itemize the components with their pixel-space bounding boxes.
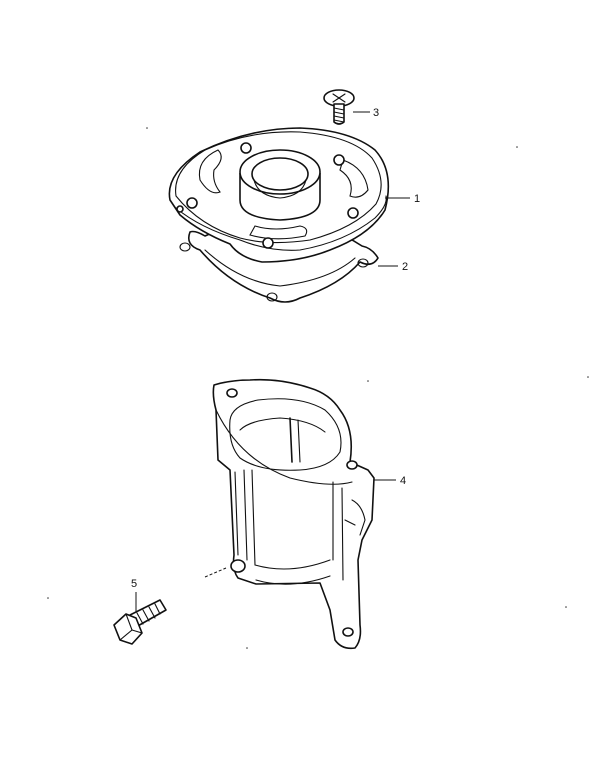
callout-1: 1 xyxy=(414,193,420,205)
callout-3: 3 xyxy=(373,107,379,119)
part-4-housing-bracket xyxy=(212,378,375,650)
leader-lines xyxy=(135,111,410,612)
callout-4: 4 xyxy=(400,475,406,487)
part-3-screw xyxy=(323,89,355,125)
callout-5: 5 xyxy=(131,578,137,590)
part-5-bolt xyxy=(113,599,167,645)
part-1-flange-cover xyxy=(168,127,390,263)
scan-specks xyxy=(47,127,589,649)
callout-2: 2 xyxy=(402,261,408,273)
